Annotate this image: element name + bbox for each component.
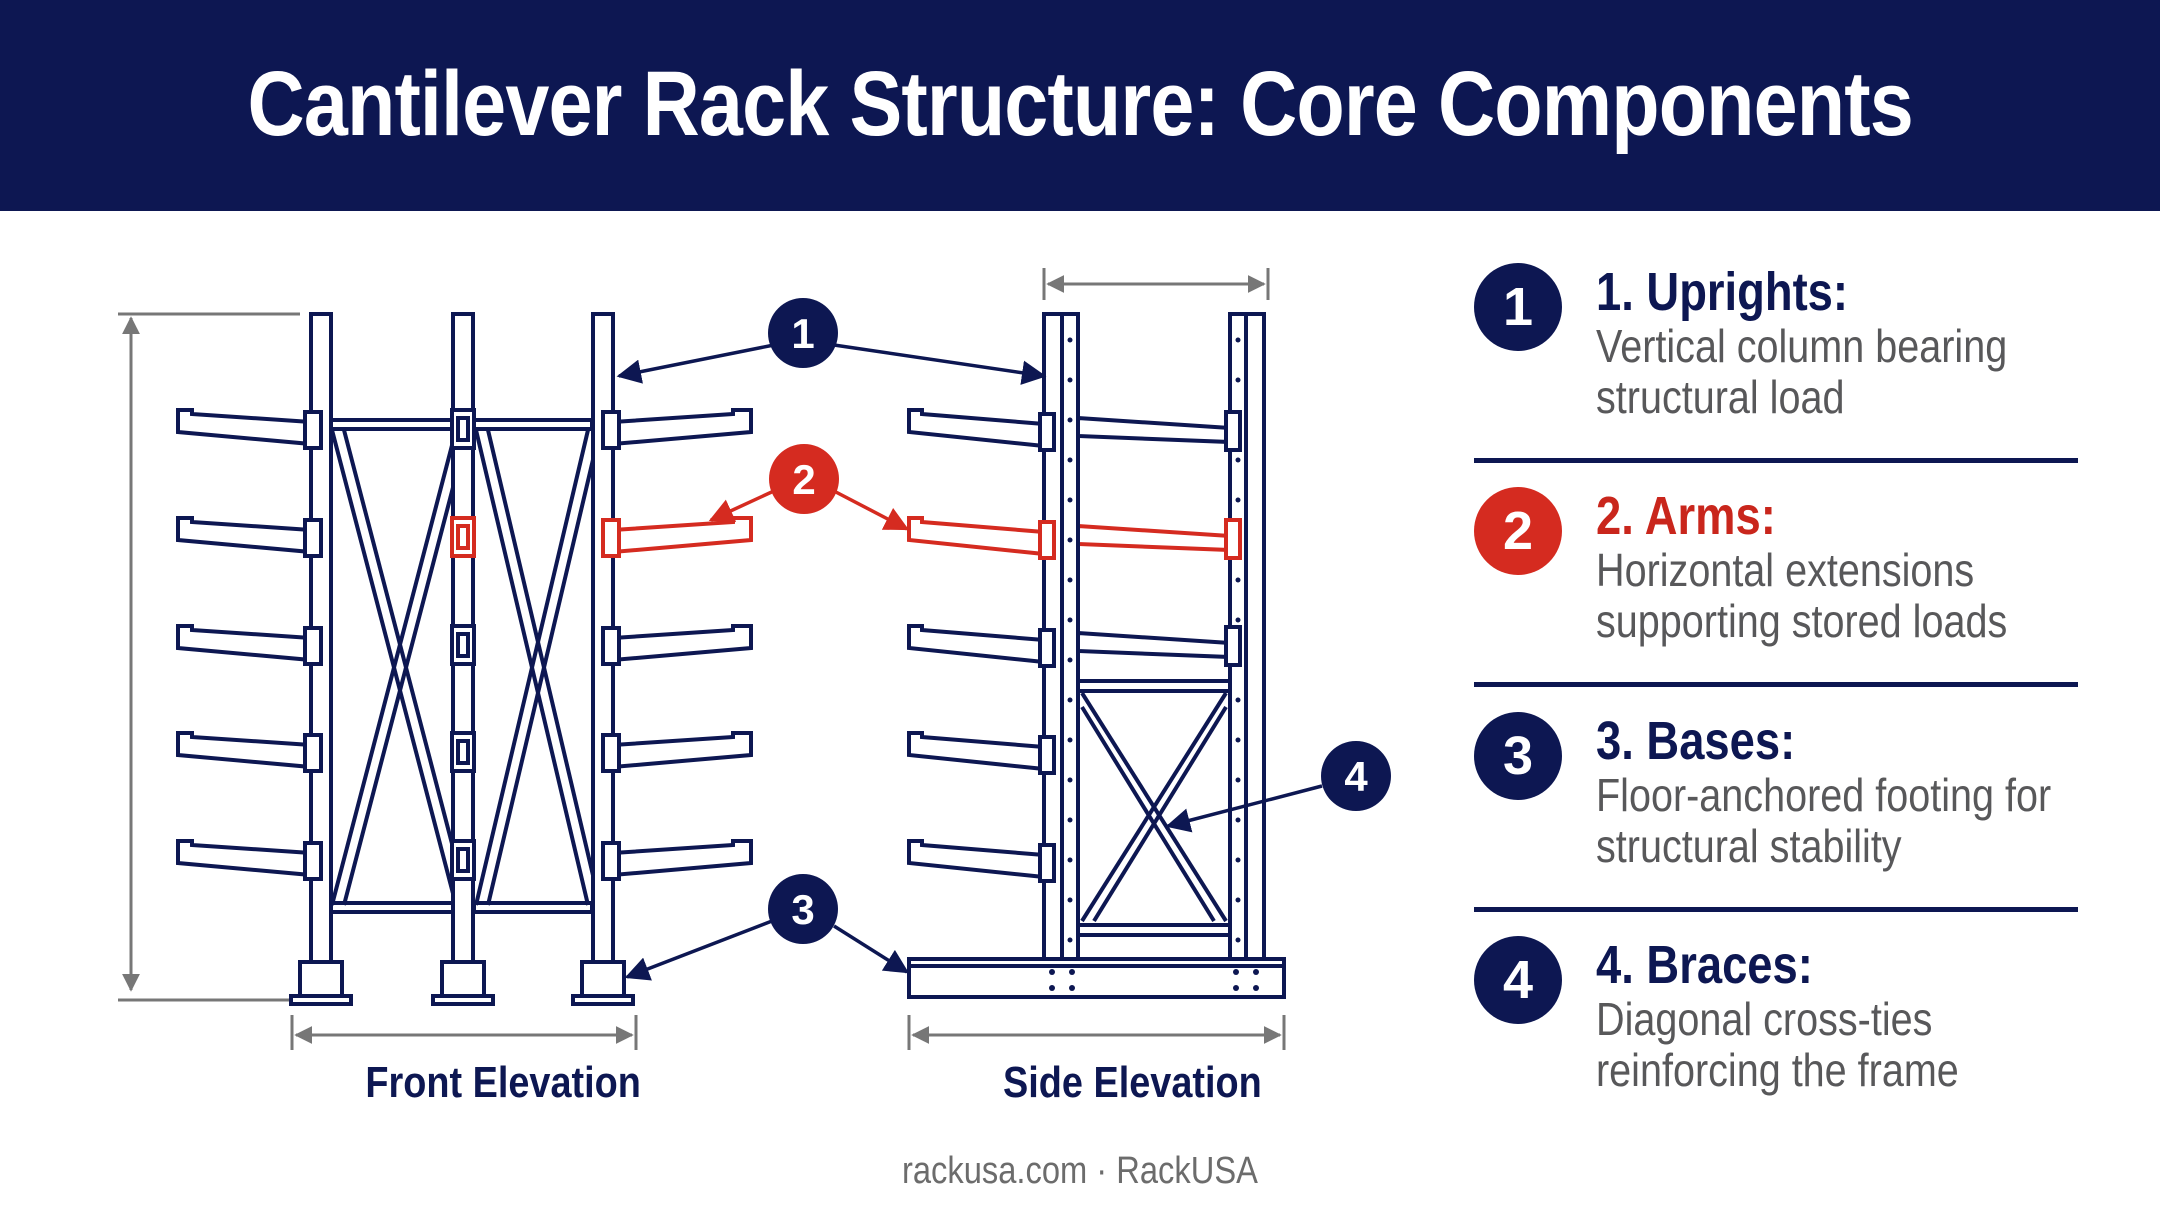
- title-banner: Cantilever Rack Structure: Core Componen…: [0, 0, 2160, 211]
- legend-badge-1: 1: [1474, 263, 1562, 351]
- side-uprights: [1042, 312, 1266, 961]
- highlighted-arm-span: [1076, 523, 1232, 553]
- callout-number-2: 2: [792, 456, 815, 503]
- highlighted-arm-side: [907, 516, 1046, 557]
- callout-number-3: 3: [791, 886, 814, 933]
- front-bases: [289, 960, 635, 1006]
- highlighted-connectors-side: [1038, 518, 1242, 560]
- callout-leaders: [616, 343, 1323, 981]
- leader-2-side: [831, 488, 910, 531]
- legend-divider: [1474, 458, 2078, 463]
- leader-4: [1165, 784, 1323, 833]
- leader-1-front: [616, 343, 775, 384]
- callout-number-4: 4: [1344, 753, 1368, 800]
- page-title: Cantilever Rack Structure: Core Componen…: [247, 53, 1913, 155]
- leader-3-side: [833, 924, 910, 974]
- callout-badge-2: 2: [769, 444, 839, 514]
- callout-badge-1: 1: [768, 298, 838, 368]
- side-elevation-label: Side Elevation: [1003, 1058, 1262, 1107]
- legend-item-bases: 3 3. Bases: Floor-anchored footing for s…: [1474, 704, 2078, 929]
- base-bolts: [1049, 969, 1259, 991]
- legend-description-uprights: Vertical column bearing structural load: [1596, 320, 2008, 423]
- legend-item-arms: 2 2. Arms: Horizontal extensions support…: [1474, 479, 2078, 704]
- legend-title-braces: 4. Braces:: [1596, 935, 1813, 995]
- legend-description-braces: Diagonal cross-ties reinforcing the fram…: [1596, 993, 1959, 1096]
- front-elevation-label: Front Elevation: [365, 1058, 641, 1107]
- legend-divider: [1474, 682, 2078, 687]
- callout-number-1: 1: [791, 310, 814, 357]
- front-left-arms: [176, 408, 313, 878]
- legend-item-braces: 4 4. Braces: Diagonal cross-ties reinfor…: [1474, 928, 2078, 1153]
- dimension-lines: [118, 268, 1286, 1050]
- leader-2-front: [708, 488, 777, 522]
- leader-3-front: [624, 919, 773, 981]
- legend-divider: [1474, 907, 2078, 912]
- legend-title-bases: 3. Bases:: [1596, 711, 1796, 771]
- highlighted-arm-front: [611, 516, 753, 555]
- front-right-arms: [611, 408, 753, 878]
- footer: rackusa.com · RackUSA: [0, 1150, 2160, 1193]
- footer-credit: rackusa.com · RackUSA: [902, 1150, 1258, 1192]
- legend-badge-4: 4: [1474, 936, 1562, 1024]
- side-braces: [1076, 679, 1232, 937]
- side-left-arms: [907, 408, 1046, 880]
- legend-description-arms: Horizontal extensions supporting stored …: [1596, 544, 2008, 647]
- side-connectors: [1038, 410, 1242, 883]
- legend-item-uprights: 1 1. Uprights: Vertical column bearing s…: [1474, 255, 2078, 480]
- callout-badge-3: 3: [768, 874, 838, 944]
- legend-title-arms: 2. Arms:: [1596, 486, 1776, 546]
- front-connectors: [303, 408, 621, 881]
- legend-badge-3: 3: [1474, 712, 1562, 800]
- highlighted-connectors-front: [450, 516, 621, 558]
- callout-badge-4: 4: [1321, 741, 1391, 811]
- side-base: [907, 957, 1286, 999]
- rack-diagram: 1 2 3 4: [118, 268, 1391, 1050]
- front-elevation: [176, 312, 753, 1006]
- leader-1-side: [833, 343, 1047, 385]
- legend-badge-2: 2: [1474, 487, 1562, 575]
- side-elevation: [907, 312, 1286, 999]
- legend-description-bases: Floor-anchored footing for structural st…: [1596, 769, 2052, 872]
- legend-title-uprights: 1. Uprights:: [1596, 262, 1849, 322]
